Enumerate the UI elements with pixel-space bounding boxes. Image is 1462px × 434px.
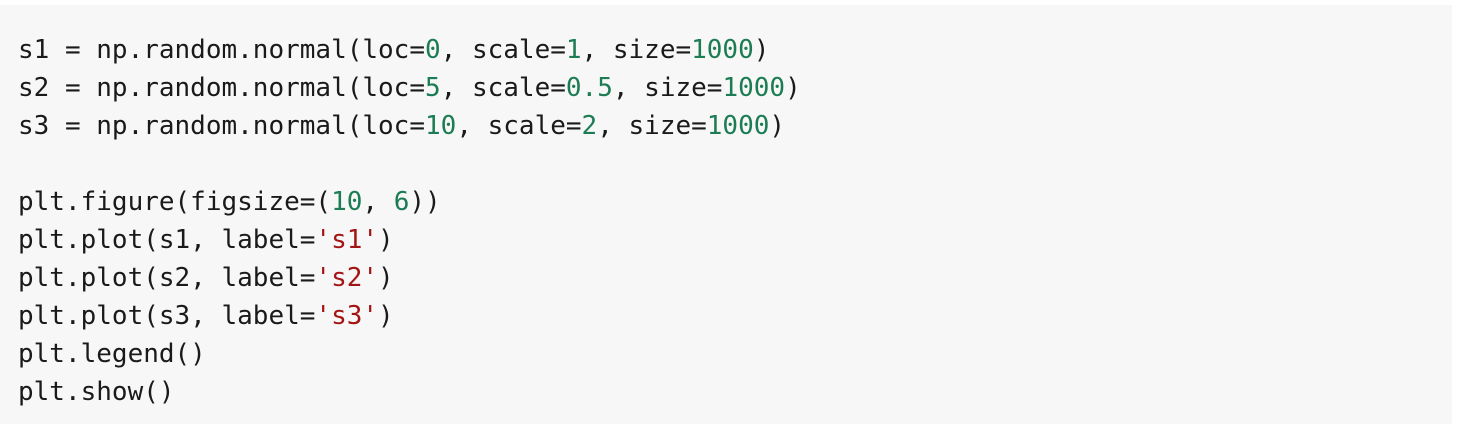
code-token: plt.legend() [18, 339, 206, 369]
code-token: ) [769, 111, 786, 141]
code-line: plt.figure(figsize=(10, 6)) [18, 183, 1452, 221]
code-number-token: 10 [425, 111, 457, 141]
code-line: s2 = np.random.normal(loc=5, scale=0.5, … [18, 69, 1452, 107]
code-string-token: 's2' [315, 263, 379, 293]
code-token: )) [409, 187, 441, 217]
code-token: plt.show() [18, 377, 175, 407]
code-number-token: 1000 [722, 73, 786, 103]
code-number-token: 10 [331, 187, 363, 217]
code-string-token: 's3' [315, 301, 379, 331]
code-number-token: 1000 [691, 35, 754, 65]
code-number-token: 5 [425, 73, 441, 103]
code-line: plt.plot(s1, label='s1') [18, 221, 1452, 259]
code-token: ) [785, 73, 801, 103]
code-token: s1 = np.random.normal(loc= [18, 35, 425, 65]
code-token: ) [378, 263, 394, 293]
code-token: , size= [597, 111, 707, 141]
code-line: plt.legend() [18, 335, 1452, 373]
code-token: , scale= [440, 73, 566, 103]
code-string-token: 's1' [315, 225, 379, 255]
code-number-token: 0.5 [565, 73, 613, 103]
code-token: ) [378, 225, 394, 255]
code-token: plt.plot(s3, label= [18, 301, 316, 331]
code-line [18, 145, 1452, 183]
code-line: plt.plot(s2, label='s2') [18, 259, 1452, 297]
code-token: plt.plot(s1, label= [18, 225, 316, 255]
code-lines: s1 = np.random.normal(loc=0, scale=1, si… [18, 31, 1452, 411]
code-block: s1 = np.random.normal(loc=0, scale=1, si… [0, 5, 1452, 424]
code-token: , scale= [456, 111, 582, 141]
code-number-token: 1000 [706, 111, 770, 141]
code-number-token: 0 [425, 35, 441, 65]
code-token: ) [378, 301, 394, 331]
code-token: ) [753, 35, 770, 65]
code-token: , [362, 187, 394, 217]
code-token: , size= [612, 73, 723, 103]
code-line: plt.plot(s3, label='s3') [18, 297, 1452, 335]
code-token: plt.figure(figsize=( [18, 187, 332, 217]
code-line: s3 = np.random.normal(loc=10, scale=2, s… [18, 107, 1452, 145]
code-token: plt.plot(s2, label= [18, 263, 316, 293]
code-token: , scale= [440, 35, 566, 65]
code-line: s1 = np.random.normal(loc=0, scale=1, si… [18, 31, 1452, 69]
code-line: plt.show() [18, 373, 1452, 411]
code-number-token: 1 [565, 35, 582, 65]
code-number-token: 6 [393, 187, 410, 217]
code-token: , size= [581, 35, 692, 65]
code-token: s3 = np.random.normal(loc= [18, 111, 425, 141]
code-token: s2 = np.random.normal(loc= [18, 73, 425, 103]
code-number-token: 2 [581, 111, 598, 141]
